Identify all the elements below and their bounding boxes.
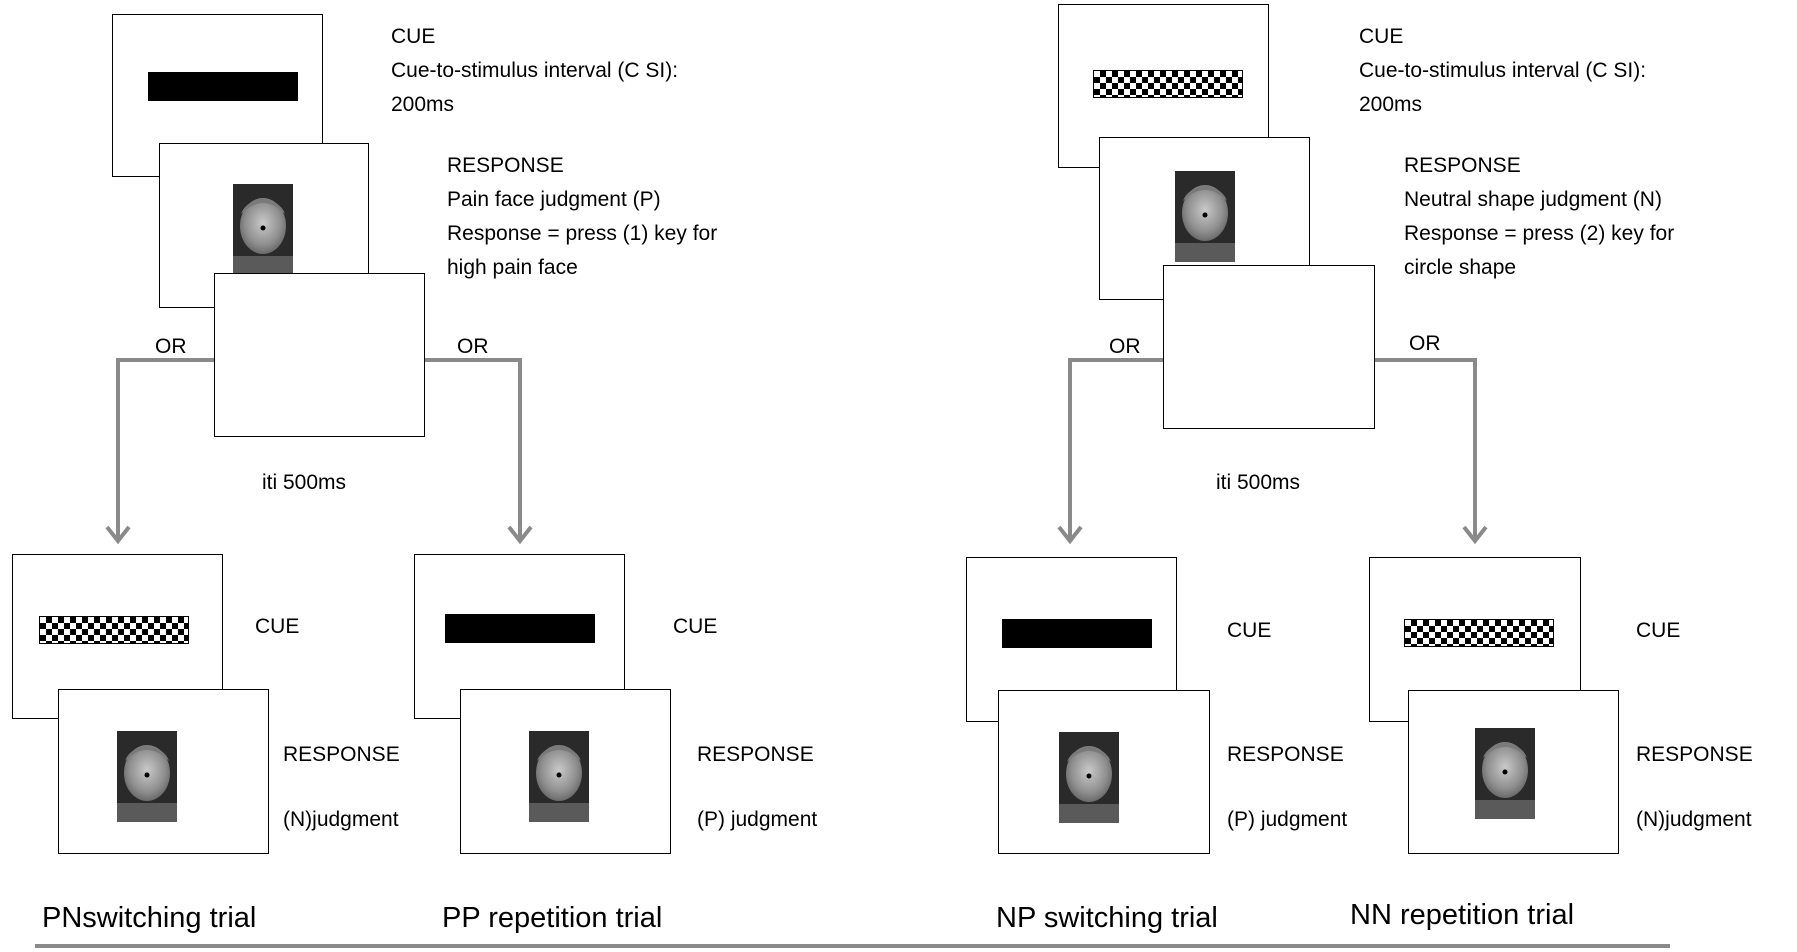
cue-bar-checkered: [1093, 70, 1243, 98]
csi-label: Cue-to-stimulus interval (C SI):: [391, 59, 679, 82]
arrow-right-panel-left-branch: [1068, 358, 1165, 540]
response-rule: Response = press (2) key for: [1404, 222, 1675, 245]
iti-frame: [1163, 265, 1375, 429]
arrowhead: [105, 525, 131, 545]
response-rule: Response = press (1) key for: [447, 222, 718, 245]
cue-bar-checkered: [39, 616, 189, 644]
response-label: RESPONSE: [1227, 743, 1344, 766]
face-image: [1475, 728, 1535, 819]
iti-frame: [214, 273, 425, 437]
or-label-right: OR: [457, 335, 489, 358]
arrow-left-panel-left-branch: [116, 358, 215, 540]
csi-value: 200ms: [391, 93, 455, 116]
judgment-label: (P) judgment: [697, 808, 818, 831]
cue-bar-solid: [148, 72, 298, 101]
trial-caption: PNswitching trial: [42, 902, 257, 934]
cue-label: CUE: [1227, 619, 1272, 642]
arrow-left-panel-right-branch: [424, 358, 522, 540]
iti-label: iti 500ms: [1216, 471, 1301, 494]
cue-bar-checkered: [1404, 619, 1554, 647]
response-label: RESPONSE: [447, 154, 564, 177]
cue-label: CUE: [673, 615, 718, 638]
cue-label: CUE: [1359, 25, 1404, 48]
arrow-right-panel-right-branch: [1375, 358, 1477, 540]
response-frame: [1408, 690, 1619, 854]
face-image: [117, 731, 177, 822]
response-frame: [460, 689, 671, 854]
judgment-label: (N)judgment: [1636, 808, 1752, 831]
csi-value: 200ms: [1359, 93, 1423, 116]
judgment-label: Neutral shape judgment (N): [1404, 188, 1662, 211]
response-label: RESPONSE: [697, 743, 814, 766]
response-label: RESPONSE: [1404, 154, 1521, 177]
csi-label: Cue-to-stimulus interval (C SI):: [1359, 59, 1647, 82]
cue-label: CUE: [255, 615, 300, 638]
response-rule-2: circle shape: [1404, 256, 1517, 279]
face-image: [1175, 171, 1235, 262]
or-label-left: OR: [155, 335, 187, 358]
arrowhead: [507, 525, 533, 545]
judgment-label: (P) judgment: [1227, 808, 1348, 831]
cue-bar-solid: [445, 614, 595, 643]
judgment-label: Pain face judgment (P): [447, 188, 661, 211]
arrowhead: [1462, 525, 1488, 545]
response-rule-2: high pain face: [447, 256, 578, 279]
iti-label: iti 500ms: [262, 471, 347, 494]
face-image: [233, 184, 293, 275]
judgment-label: (N)judgment: [283, 808, 399, 831]
response-frame: [58, 689, 269, 854]
face-image: [1059, 732, 1119, 823]
response-label: RESPONSE: [283, 743, 400, 766]
cue-label: CUE: [391, 25, 436, 48]
trial-caption: NN repetition trial: [1350, 899, 1575, 931]
trial-caption: PP repetition trial: [442, 902, 663, 934]
or-label-right: OR: [1409, 332, 1441, 355]
response-frame: [998, 690, 1210, 854]
cue-label: CUE: [1636, 619, 1681, 642]
face-image: [529, 731, 589, 822]
or-label-left: OR: [1109, 335, 1141, 358]
cue-bar-solid: [1002, 619, 1152, 648]
trial-caption: NP switching trial: [996, 902, 1218, 934]
response-label: RESPONSE: [1636, 743, 1753, 766]
arrowhead: [1057, 525, 1083, 545]
